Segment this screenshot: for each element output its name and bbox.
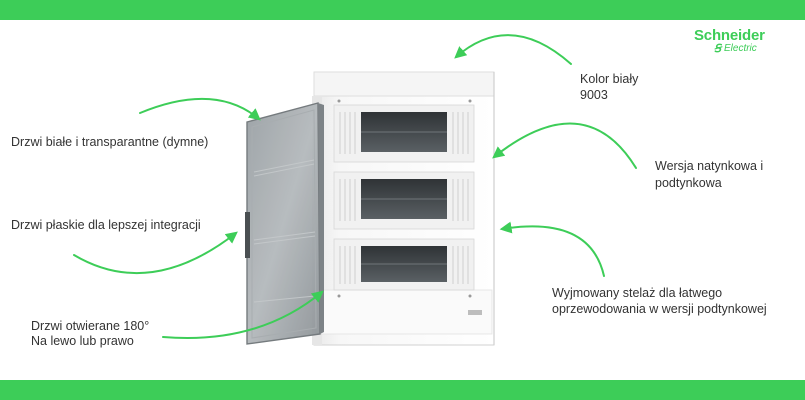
callout-frame-line1: Wyjmowany stelaż dla łatwego (552, 286, 723, 300)
brand-subline: Electric (724, 43, 757, 54)
callout-opening-line2: Na lewo lub prawo (31, 334, 134, 348)
module-row-2 (333, 171, 475, 230)
arrow-door-types (139, 97, 261, 121)
electric-mark-icon: Ꞩ (714, 43, 721, 55)
arrow-mount (492, 122, 637, 169)
callout-door-types: Drzwi białe i transparantne (dymne) (11, 135, 209, 149)
module-row-1 (333, 104, 475, 163)
brand-name: Schneider (694, 27, 765, 44)
callout-mount-line2: podtynkowa (655, 176, 722, 190)
callout-opening-line1: Drzwi otwierane 180° (31, 319, 150, 333)
callout-color-line2: 9003 (580, 88, 608, 102)
arrow-flat-door (73, 231, 238, 274)
bottom-green-band (0, 380, 805, 400)
module-row-3 (333, 238, 475, 291)
callout-mount-line1: Wersja natynkowa i (655, 159, 764, 173)
callout-frame-line2: oprzewodowania w wersji podtynkowej (552, 302, 767, 316)
top-green-band (0, 0, 805, 20)
arrow-color (454, 34, 572, 65)
arrow-frame (499, 221, 605, 277)
callout-flat-door: Drzwi płaskie dla lepszej integracji (11, 218, 201, 232)
schneider-logo: Schneider Ꞩ Electric (694, 27, 796, 55)
smoked-door (245, 102, 324, 345)
arrow-opening (162, 290, 324, 340)
callout-color-line1: Kolor biały (580, 72, 639, 86)
